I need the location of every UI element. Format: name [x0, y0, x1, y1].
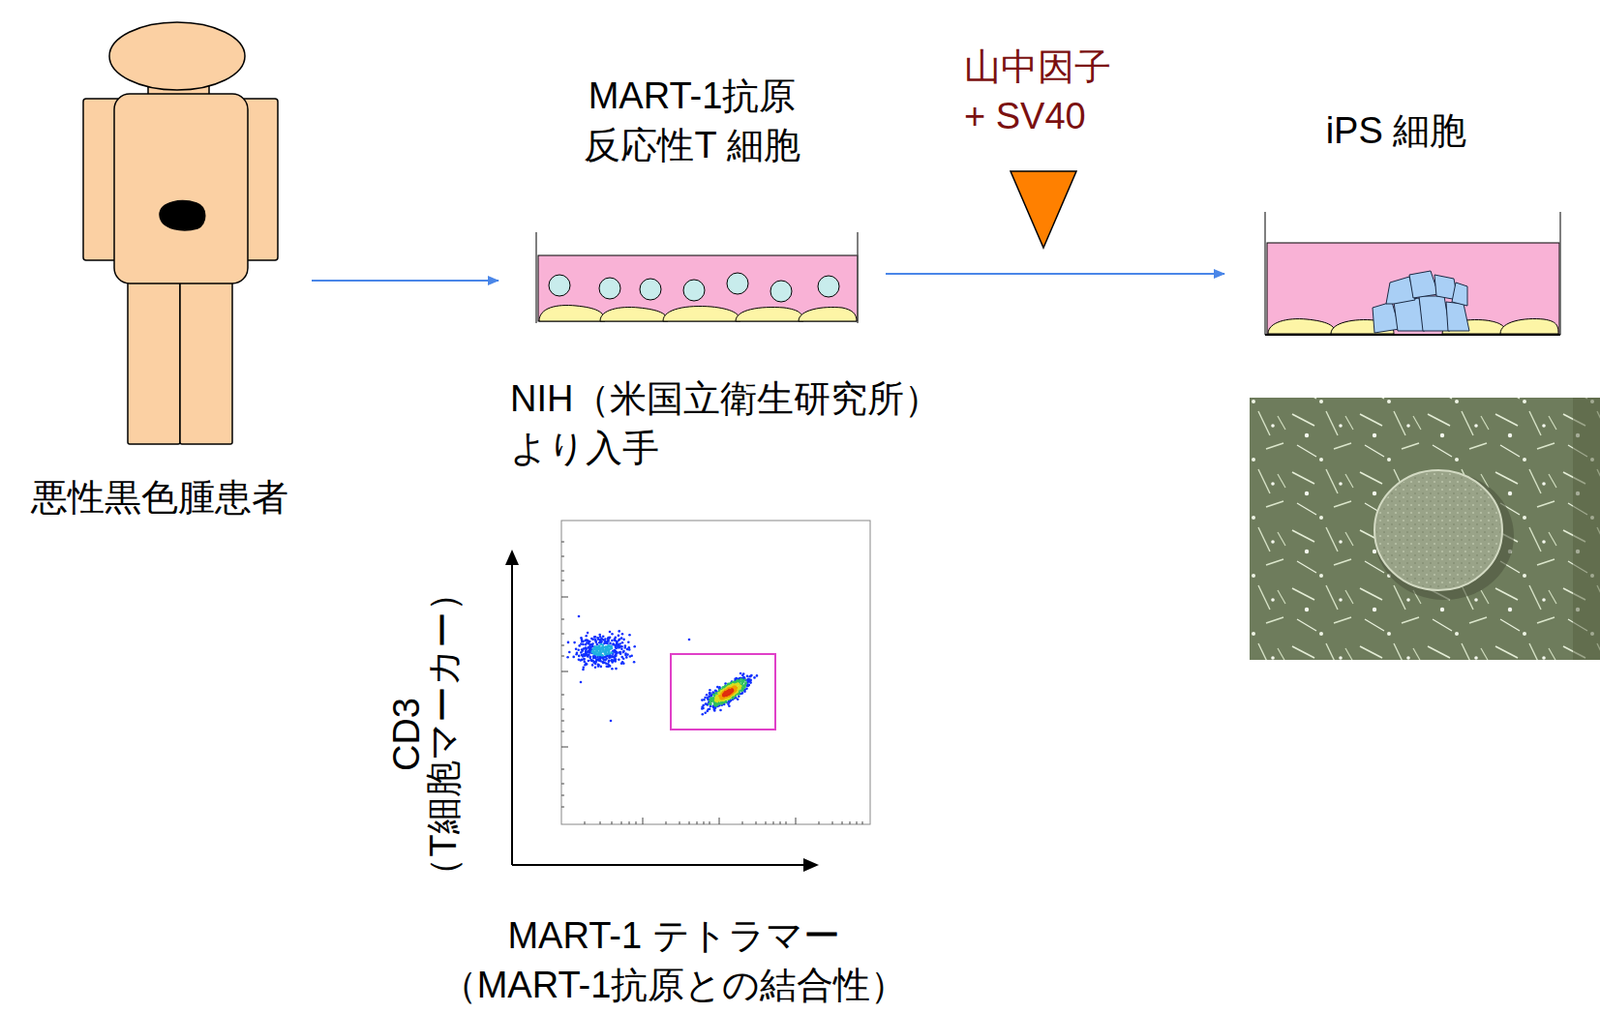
- t-cell-node: MART-1抗原 反応性T 細胞: [498, 71, 886, 330]
- ips-dish: [1265, 211, 1561, 335]
- axis-title: MART-1 テトラマー: [507, 911, 840, 962]
- patient-node: 悪性黒色腫患者: [7, 17, 312, 531]
- gate-box: [670, 654, 776, 730]
- source-note: NIH（米国立衛生研究所） より入手: [510, 374, 966, 475]
- ips-photo: [1249, 397, 1600, 661]
- t-cell-dish: [536, 232, 858, 324]
- axis-subtitle: （MART-1抗原との結合性）: [440, 961, 908, 1011]
- node-text: MART-1抗原 反応性T 細胞: [546, 71, 838, 172]
- axis-subtitle: （T細胞マーカー）: [419, 574, 469, 894]
- flow-arrow: [885, 272, 1225, 275]
- node-text: iPS 細胞: [1326, 106, 1468, 156]
- factor-marker: [1010, 171, 1077, 248]
- edge-label: 山中因子 + SV40: [964, 42, 1129, 143]
- patient-figure: [83, 22, 278, 445]
- ips-node: iPS 細胞: [1224, 106, 1569, 344]
- node-text: 悪性黒色腫患者: [30, 473, 289, 523]
- scatter-dots: [566, 615, 758, 724]
- flow-plot: [505, 520, 871, 873]
- flow-arrow: [311, 279, 499, 282]
